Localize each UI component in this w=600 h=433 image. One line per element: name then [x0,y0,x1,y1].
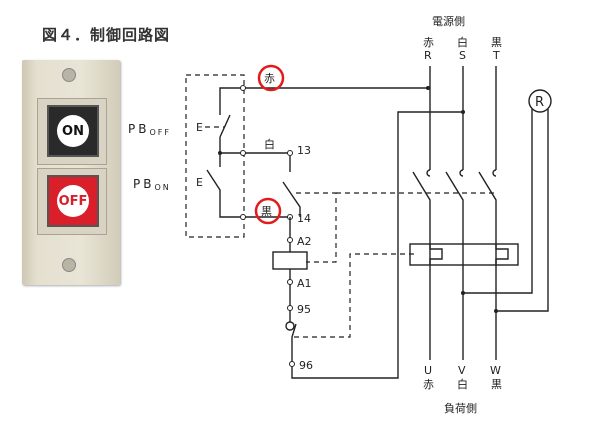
self-hold-contact [282,181,301,217]
relay-r-symbol [528,89,552,113]
screw-icon [62,258,76,272]
terminal-a2-label: A2 [297,235,312,248]
phase-r-name: R [424,49,432,62]
phase-r-color: 赤 [423,36,434,49]
mechanical-link [296,192,337,263]
terminal-96 [289,361,295,367]
terminal-13-label: 13 [297,144,311,157]
terminal-96-label: 96 [299,359,313,372]
push-button-enclosure [185,74,245,238]
phase-w-color: 黒 [491,378,502,391]
terminal [240,85,246,91]
off-button-label: OFF [57,185,89,217]
relay-r-label: R [535,95,544,110]
highlight-red-circle [257,64,285,92]
wire [463,109,533,294]
mechanical-link [294,253,415,338]
figure-title: 図４．制御回路図 [42,26,171,44]
phase-t-name: T [492,49,500,62]
heater-element [429,244,443,265]
pb-off-label: PBOFF [128,122,171,137]
terminal-95 [287,305,293,311]
phase-s-color: 白 [457,35,468,49]
contactor-coil [272,251,308,270]
main-contacts [412,66,497,360]
pb-on-contact [206,169,290,218]
wire-black-label: 黒 [261,205,272,218]
off-button: OFF [47,175,99,227]
terminal-a2 [287,237,293,243]
contact-s [459,169,464,177]
push-button-station-photo: ON OFF [22,60,120,285]
phase-u-name: U [424,364,432,377]
phase-w-name: W [490,364,501,377]
off-button-bezel: OFF [37,168,107,235]
junction-dot [426,86,430,90]
terminal-95-label: 95 [297,303,311,316]
contact-r [426,169,431,177]
terminal-a1 [287,279,293,285]
wire-red-label: 赤 [264,72,275,85]
line-w [478,171,497,360]
contact-t [492,169,497,177]
thermal-overload-relay [409,243,519,266]
wire [291,111,463,379]
wire-white-label: 白 [264,137,275,151]
on-button-bezel: ON [37,98,107,165]
source-side-label: 電源側 [432,14,465,28]
pb-on-label: PBON [133,177,171,192]
highlight-red-circle [254,197,282,225]
terminal-a1-label: A1 [297,277,312,290]
line-v [445,171,464,360]
load-side-label: 負荷側 [444,402,477,415]
phase-v-color: 白 [457,377,468,391]
terminal-13 [287,150,293,156]
phase-t-color: 黒 [491,36,502,49]
screw-icon [62,68,76,82]
junction-dot [461,291,465,295]
heater-element [495,244,509,265]
pb-on-e-marker: E [196,176,203,189]
junction-dot [494,309,498,313]
on-button-label: ON [57,115,89,147]
terminal [240,150,246,156]
on-button: ON [47,105,99,157]
wire [219,87,243,115]
pb-off-e-marker: E [196,121,203,134]
pb-off-contact [219,114,231,138]
terminal-14-label: 14 [297,212,311,225]
line-u [412,171,431,360]
phase-v-name: V [458,364,466,377]
phase-u-color: 赤 [423,378,434,391]
wire [496,109,549,312]
thermal-overload-contact [291,323,297,363]
phase-s-name: S [459,49,466,62]
terminal [240,214,246,220]
thermal-contact-hinge [285,321,295,331]
